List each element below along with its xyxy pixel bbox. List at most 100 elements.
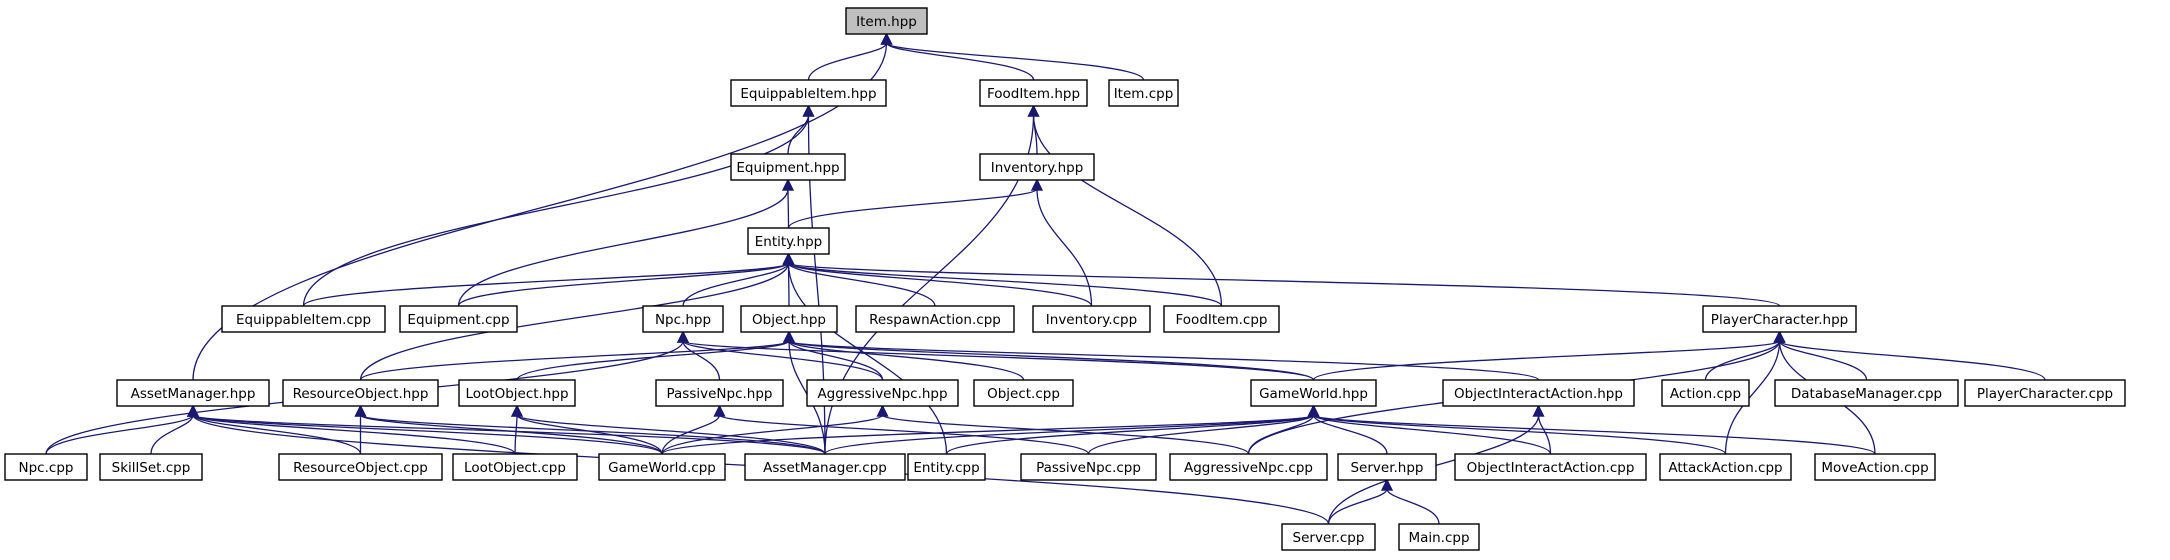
edge-arrowhead (1307, 404, 1320, 417)
node-main-cpp[interactable]: Main.cpp (1398, 523, 1480, 551)
node-lootobject-cpp[interactable]: LootObject.cpp (452, 453, 578, 481)
edge-aggressivenpc_cpp-to-gameworld_hpp (1247, 404, 1320, 455)
node-label: ObjectInteractAction.cpp (1467, 460, 1635, 476)
edge-line (718, 414, 1090, 455)
node-passivenpc-cpp[interactable]: PassiveNpc.cpp (1020, 453, 1157, 481)
node-inventory-hpp[interactable]: Inventory.hpp (979, 153, 1095, 181)
edge-line (661, 414, 884, 455)
node-lootobject-hpp[interactable]: LootObject.hpp (458, 379, 576, 407)
node-box (845, 7, 928, 35)
node-passivenpc-hpp[interactable]: PassiveNpc.hpp (655, 379, 784, 407)
node-label: RespawnAction.cpp (869, 312, 1001, 328)
node-equipment-cpp[interactable]: Equipment.cpp (399, 305, 518, 333)
node-fooditem-cpp[interactable]: FoodItem.cpp (1163, 305, 1280, 333)
node-moveaction-cpp[interactable]: MoveAction.cpp (1814, 453, 1936, 481)
node-assetmanager-cpp[interactable]: AssetManager.cpp (744, 453, 906, 481)
edge-line (787, 188, 1038, 229)
node-gameworld-hpp[interactable]: GameWorld.hpp (1250, 379, 1377, 407)
node-box (1661, 379, 1750, 407)
edge-gameworld_hpp-to-object_hpp (783, 330, 1315, 381)
node-label: Equipment.hpp (736, 160, 839, 176)
edge-arrowhead (1031, 178, 1043, 191)
edge-line (1087, 414, 1315, 455)
node-respawnaction-cpp[interactable]: RespawnAction.cpp (855, 305, 1015, 333)
edge-arrowhead (783, 330, 795, 343)
node-box (1163, 305, 1280, 333)
node-objectinteractaction-hpp[interactable]: ObjectInteractAction.hpp (1442, 379, 1635, 407)
edge-line (457, 262, 790, 307)
edge-lootobject_hpp-to-object_hpp (516, 330, 795, 381)
edge-playercharacter_cpp-to-playercharacter_hpp (1773, 330, 2046, 381)
node-entity-hpp[interactable]: Entity.hpp (747, 227, 830, 255)
edge-line (788, 340, 1025, 381)
node-server-cpp[interactable]: Server.cpp (1281, 523, 1376, 551)
node-npc-cpp[interactable]: Npc.cpp (4, 453, 88, 481)
node-server-hpp[interactable]: Server.hpp (1337, 453, 1437, 481)
edge-resourceobject_hpp-to-object_hpp (359, 330, 795, 381)
edge-arrowhead (713, 404, 726, 417)
node-label: PassiveNpc.hpp (667, 386, 773, 402)
node-label: AggressiveNpc.hpp (817, 386, 947, 402)
node-databasemanager-cpp[interactable]: DatabaseManager.cpp (1774, 379, 1959, 407)
node-box (730, 79, 887, 107)
edge-line (788, 340, 1540, 381)
edge-line (1312, 414, 1552, 455)
node-object-hpp[interactable]: Object.hpp (740, 305, 838, 333)
edge-respawnaction_cpp-to-entity_hpp (782, 252, 936, 307)
edge-line (787, 262, 936, 307)
edge-line (1312, 414, 1876, 455)
node-inventory-cpp[interactable]: Inventory.cpp (1032, 305, 1151, 333)
node-playercharacter-cpp[interactable]: PlayerCharacter.cpp (1964, 379, 2126, 407)
node-label: LootObject.hpp (465, 386, 568, 402)
node-label: Object.hpp (752, 312, 826, 328)
node-npc-hpp[interactable]: Npc.hpp (642, 305, 724, 333)
edge-arrowhead (1773, 330, 1786, 343)
node-assetmanager-hpp[interactable]: AssetManager.hpp (116, 379, 270, 407)
node-item-hpp[interactable]: Item.hpp (845, 7, 928, 35)
node-resourceobject-hpp[interactable]: ResourceObject.hpp (282, 379, 439, 407)
node-label: LootObject.cpp (464, 460, 566, 476)
node-box (979, 153, 1095, 181)
edge-layer (45, 32, 2046, 525)
edge-equippableitem_hpp-to-item_hpp (807, 32, 893, 81)
node-resourceobject-cpp[interactable]: ResourceObject.cpp (278, 453, 443, 481)
node-entity-cpp[interactable]: Entity.cpp (907, 453, 986, 481)
edge-inventory_cpp-to-entity_hpp (782, 252, 1093, 307)
node-label: Npc.hpp (655, 312, 711, 328)
node-box (116, 379, 270, 407)
node-item-cpp[interactable]: Item.cpp (1108, 79, 1179, 107)
node-skillset-cpp[interactable]: SkillSet.cpp (99, 453, 203, 481)
node-box (655, 379, 784, 407)
node-action-cpp[interactable]: Action.cpp (1661, 379, 1750, 407)
node-box (1702, 305, 1857, 333)
edge-moveaction_cpp-to-gameworld_hpp (1307, 404, 1876, 455)
edge-line (150, 414, 194, 455)
node-objectinteractaction-cpp[interactable]: ObjectInteractAction.cpp (1454, 453, 1647, 481)
node-label: Item.cpp (1114, 86, 1174, 102)
node-label: Action.cpp (1670, 386, 1741, 402)
node-fooditem-hpp[interactable]: FoodItem.hpp (979, 79, 1088, 107)
edge-server_cpp-to-server_hpp (1327, 478, 1393, 525)
edge-line (885, 42, 1035, 81)
node-equipment-hpp[interactable]: Equipment.hpp (730, 153, 846, 181)
node-label: DatabaseManager.cpp (1791, 386, 1942, 402)
node-aggressivenpc-cpp[interactable]: AggressiveNpc.cpp (1169, 453, 1328, 481)
node-label: FoodItem.hpp (987, 86, 1080, 102)
node-label: Object.cpp (987, 386, 1060, 402)
node-label: AggressiveNpc.cpp (1184, 460, 1313, 476)
edge-arrowhead (677, 330, 689, 343)
edge-line (787, 262, 1093, 307)
edge-assetmanager_cpp-to-assetmanager_hpp (187, 404, 826, 455)
node-equippableitem-cpp[interactable]: EquippableItem.cpp (221, 305, 386, 333)
node-label: Entity.cpp (913, 460, 979, 476)
node-aggressivenpc-hpp[interactable]: AggressiveNpc.hpp (806, 379, 959, 407)
node-object-cpp[interactable]: Object.cpp (973, 379, 1074, 407)
node-gameworld-cpp[interactable]: GameWorld.cpp (598, 453, 726, 481)
node-attackaction-cpp[interactable]: AttackAction.cpp (1659, 453, 1792, 481)
edge-aggressivenpc_hpp-to-npc_hpp (677, 330, 884, 381)
edge-server_hpp-to-gameworld_hpp (1307, 404, 1388, 455)
node-playercharacter-hpp[interactable]: PlayerCharacter.hpp (1702, 305, 1857, 333)
node-equippableitem-hpp[interactable]: EquippableItem.hpp (730, 79, 887, 107)
